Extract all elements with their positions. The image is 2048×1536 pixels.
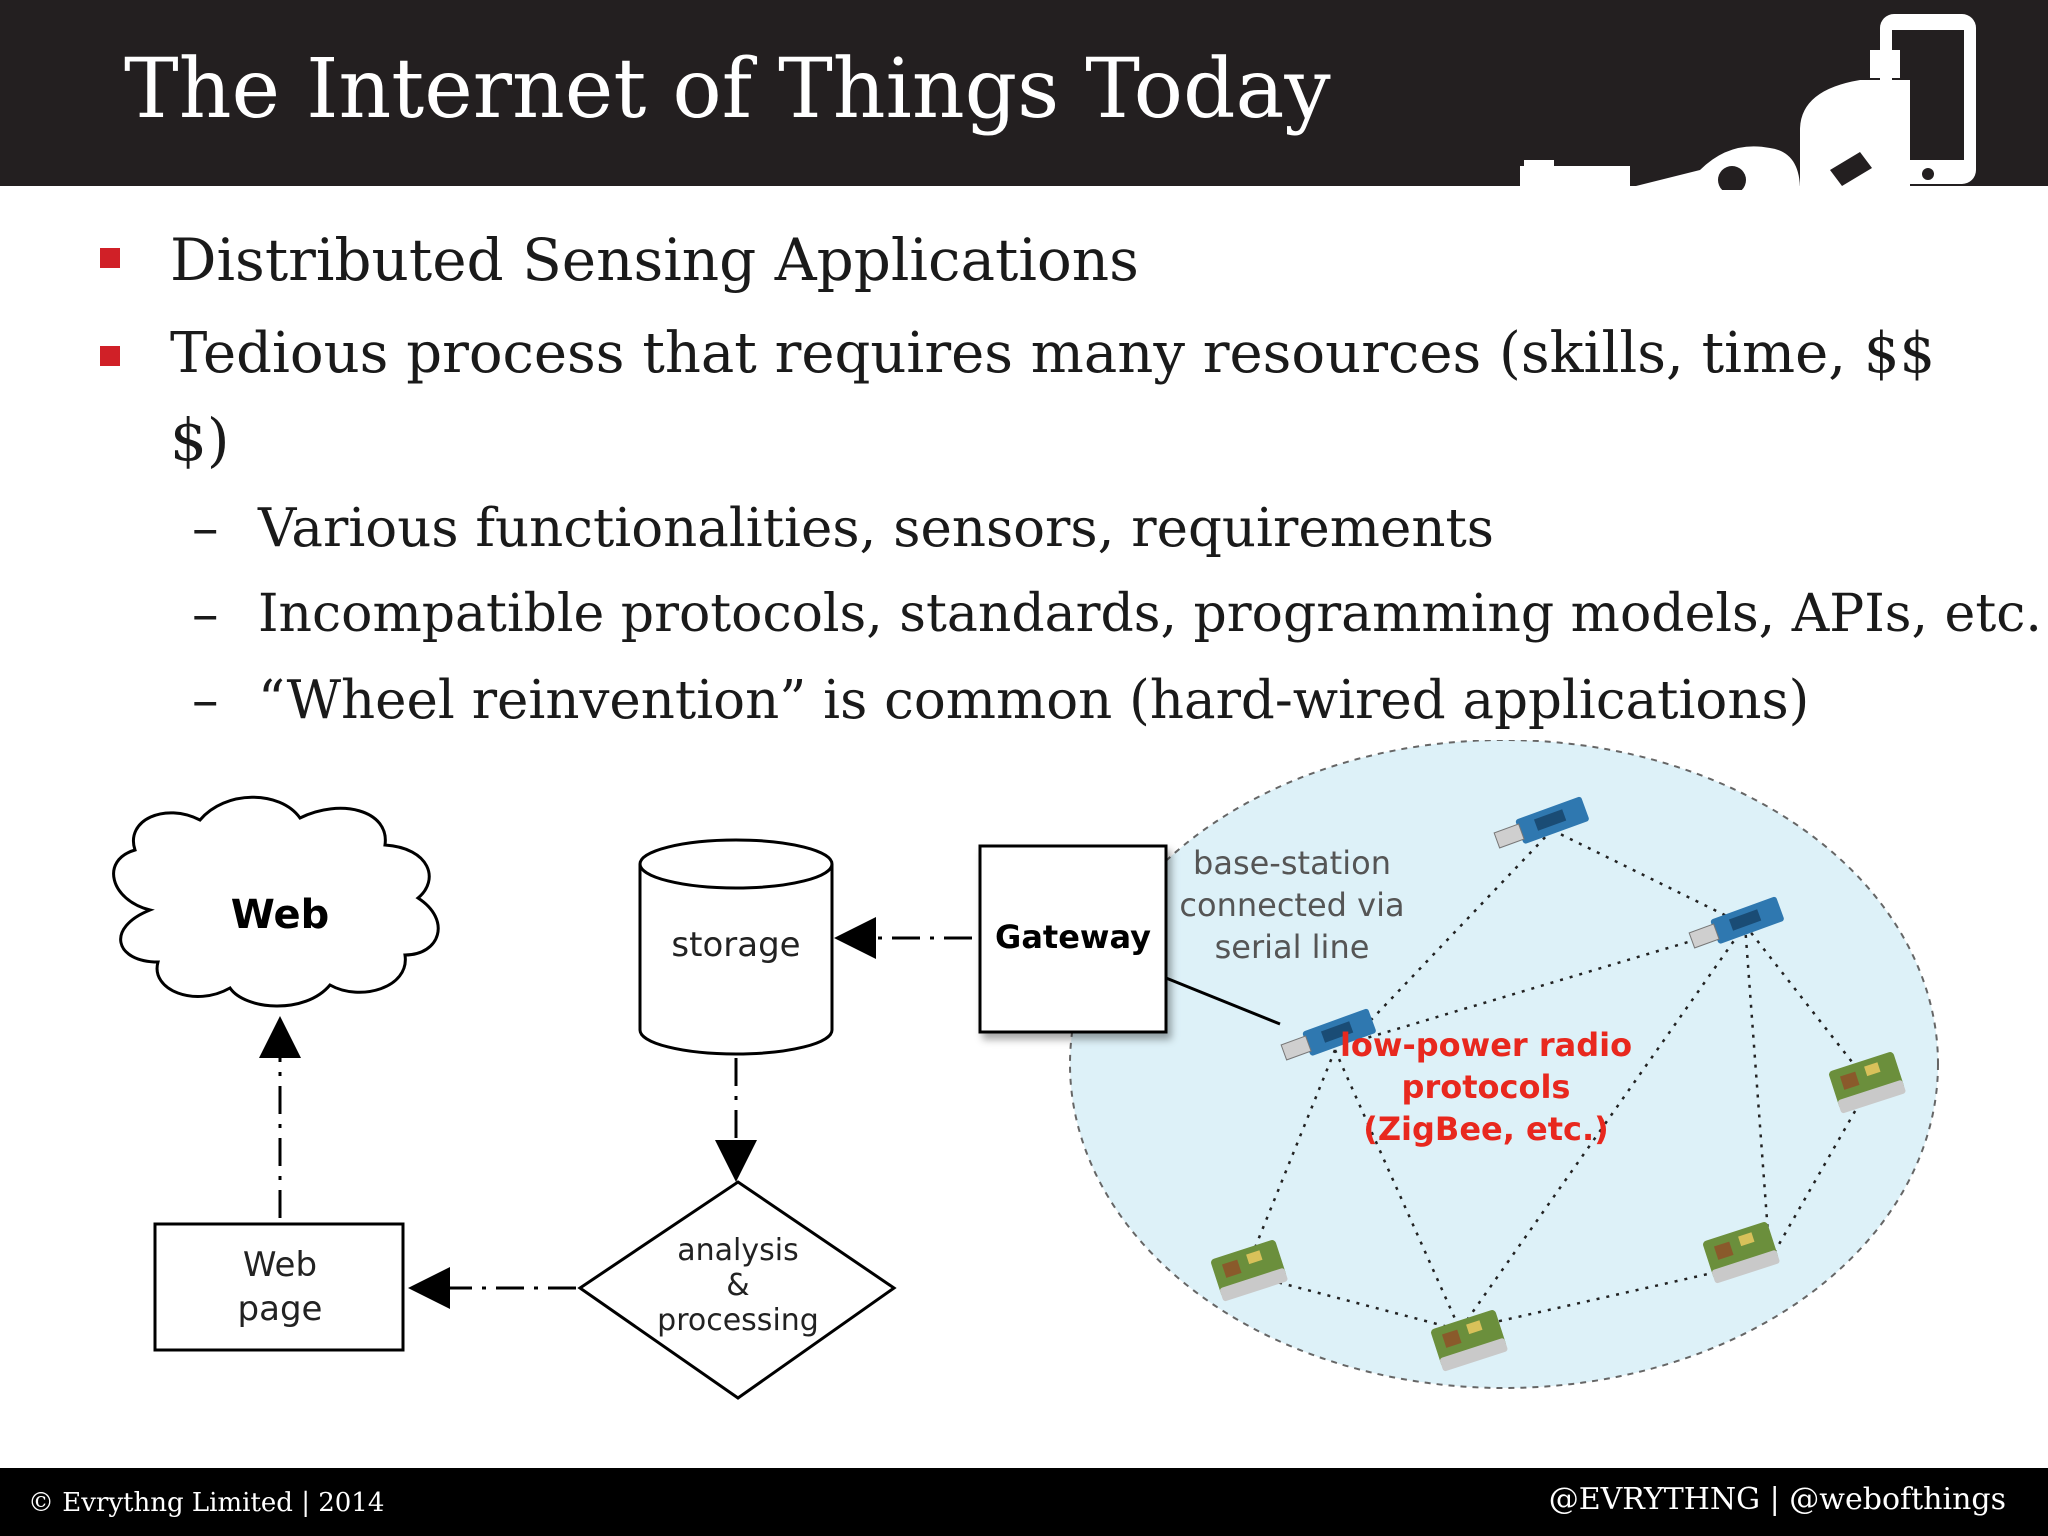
sensor-node-icon	[1431, 1310, 1508, 1372]
radio-label-1: low-power radio	[1340, 1026, 1632, 1064]
analysis-label-2: &	[726, 1268, 749, 1303]
footer-copyright: © Evrythng Limited | 2014	[28, 1488, 385, 1518]
sub-bullet-dash: –	[192, 670, 219, 731]
webpage-box	[153, 1222, 405, 1352]
analysis-label-1: analysis	[677, 1233, 798, 1268]
radio-label-3: (ZigBee, etc.)	[1363, 1110, 1609, 1148]
sub-bullet-3: “Wheel reinvention” is common (hard-wire…	[258, 670, 1810, 731]
radio-label-2: protocols	[1402, 1068, 1571, 1106]
footer-social-handles: @EVRYTHNG | @webofthings	[1548, 1482, 2006, 1517]
bottle-icon	[1870, 50, 1900, 78]
base-station-label-3: serial line	[1215, 928, 1370, 966]
bullet-2-line1: Tedious process that requires many resou…	[170, 321, 1936, 386]
sensor-node-icon	[1211, 1240, 1288, 1302]
header-devices-illustration	[1520, 14, 1976, 190]
mesh-links	[1248, 828, 1872, 1332]
usb-dongle-icon	[1493, 796, 1589, 849]
bullet-2-line2: $)	[170, 406, 230, 474]
slide-title: The Internet of Things Today	[124, 42, 1331, 137]
footer-bar: © Evrythng Limited | 2014 @EVRYTHNG | @w…	[0, 1468, 2048, 1536]
sub-bullet-1: Various functionalities, sensors, requir…	[258, 498, 1494, 559]
base-station-label-2: connected via	[1179, 886, 1404, 924]
base-station-label-1: base-station	[1193, 844, 1391, 882]
web-label: Web	[231, 892, 329, 938]
sensor-node-icon	[1829, 1052, 1906, 1114]
sub-bullet-dash: –	[192, 584, 219, 645]
guitar-icon	[1620, 146, 1800, 190]
analysis-label-3: processing	[657, 1303, 819, 1338]
storage-label: storage	[671, 925, 800, 965]
bullet-marker	[100, 248, 120, 268]
webpage-label-1: Web	[243, 1245, 317, 1285]
web-cloud	[112, 795, 440, 1008]
serial-line	[1165, 976, 1281, 1026]
usb-dongle-icon	[1688, 896, 1784, 949]
sensor-network-area	[1069, 740, 1939, 1389]
gateway-label: Gateway	[995, 918, 1151, 956]
bullet-1: Distributed Sensing Applications	[170, 226, 1139, 294]
webpage-label-2: page	[238, 1289, 323, 1329]
header-bar: The Internet of Things Today	[0, 0, 2048, 190]
storage-cylinder	[638, 838, 834, 1056]
sub-bullet-dash: –	[192, 498, 219, 559]
gateway-box	[978, 844, 1168, 1034]
analysis-diamond	[577, 1180, 897, 1400]
bullet-marker	[100, 346, 120, 366]
base-station-dongle-icon	[1280, 1008, 1376, 1061]
iot-architecture-diagram: base-station connected via serial line l…	[112, 740, 1939, 1400]
sub-bullet-2: Incompatible protocols, standards, progr…	[258, 584, 2042, 644]
sensor-node-icon	[1703, 1222, 1780, 1284]
